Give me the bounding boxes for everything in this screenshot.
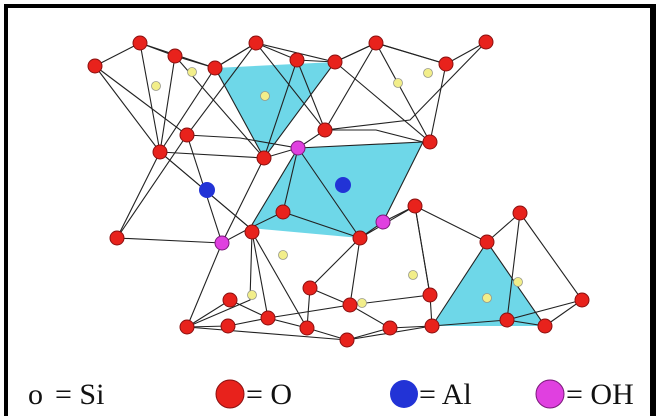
- si-atom: [423, 68, 433, 78]
- o-atom: [87, 58, 103, 74]
- o-atom: [478, 34, 494, 50]
- o-atom: [299, 320, 315, 336]
- bond-line: [186, 129, 424, 149]
- bond-line: [116, 133, 265, 245]
- o-atom: [499, 312, 515, 328]
- si-atom: [151, 81, 161, 91]
- o-atom: [109, 230, 125, 246]
- polyhedra: [215, 62, 545, 326]
- al-atom: [199, 182, 215, 198]
- bond-line: [116, 151, 251, 244]
- oh-atom: [214, 235, 230, 251]
- si-atom: [247, 290, 257, 300]
- legend: o = Si = O = Al = OH: [0, 362, 660, 420]
- o-atom: [537, 318, 553, 334]
- bond-line: [282, 147, 299, 213]
- o-atom: [327, 54, 343, 70]
- o-atom: [275, 204, 291, 220]
- upper-tetrahedron: [215, 62, 335, 158]
- o-atom: [179, 127, 195, 143]
- o-atom: [438, 56, 454, 72]
- o-atom: [422, 134, 438, 150]
- al-atoms: [199, 177, 351, 198]
- legend-o-swatch: [215, 379, 245, 409]
- legend-al-swatch: [390, 380, 418, 408]
- o-atom: [220, 318, 236, 334]
- o-atom: [382, 320, 398, 336]
- o-atom: [574, 292, 590, 308]
- bond-line: [139, 41, 431, 160]
- oh-atom: [290, 140, 306, 156]
- si-atom: [187, 67, 197, 77]
- si-atom: [278, 250, 288, 260]
- o-atom: [248, 35, 264, 51]
- o-atom: [512, 205, 528, 221]
- o-atoms: [87, 34, 590, 348]
- si-atom: [260, 91, 270, 101]
- o-atom: [179, 319, 195, 335]
- o-atom: [167, 48, 183, 64]
- bond-line: [94, 41, 487, 69]
- legend-oh-label: = OH: [566, 378, 634, 411]
- si-atom: [513, 277, 523, 287]
- o-atom: [244, 224, 260, 240]
- legend-si-symbol: o: [28, 378, 43, 411]
- o-atom: [260, 310, 276, 326]
- legend-al-label: = Al: [419, 378, 472, 411]
- bond-line: [382, 205, 433, 329]
- si-atom: [482, 293, 492, 303]
- si-atom: [357, 298, 367, 308]
- o-atom: [422, 287, 438, 303]
- o-atom: [317, 122, 333, 138]
- si-atom: [408, 270, 418, 280]
- central-octahedron: [250, 142, 423, 238]
- si-atoms: [151, 67, 523, 308]
- legend-o-label: = O: [246, 378, 293, 411]
- o-atom: [479, 234, 495, 250]
- oh-swatch-icon: [535, 379, 565, 409]
- o-atom: [152, 144, 168, 160]
- o-atom: [339, 332, 355, 348]
- o-atom: [222, 292, 238, 308]
- bond-line: [94, 41, 487, 136]
- o-atom: [132, 35, 148, 51]
- legend-si-label: = Si: [55, 378, 105, 411]
- o-atom: [256, 150, 272, 166]
- lower-tetrahedron: [432, 242, 545, 326]
- legend-oh-swatch: [535, 379, 565, 409]
- al-swatch-icon: [390, 380, 418, 408]
- o-atom: [289, 52, 305, 68]
- al-atom: [335, 177, 351, 193]
- o-atom: [352, 230, 368, 246]
- o-atom: [207, 60, 223, 76]
- si-atom: [393, 78, 403, 88]
- o-atom: [342, 297, 358, 313]
- o-atom: [368, 35, 384, 51]
- oh-atom: [375, 214, 391, 230]
- o-atom: [407, 198, 423, 214]
- o-swatch-icon: [215, 379, 245, 409]
- bond-line: [139, 42, 447, 69]
- o-atom: [424, 318, 440, 334]
- o-atom: [302, 280, 318, 296]
- oh-atoms: [214, 140, 391, 251]
